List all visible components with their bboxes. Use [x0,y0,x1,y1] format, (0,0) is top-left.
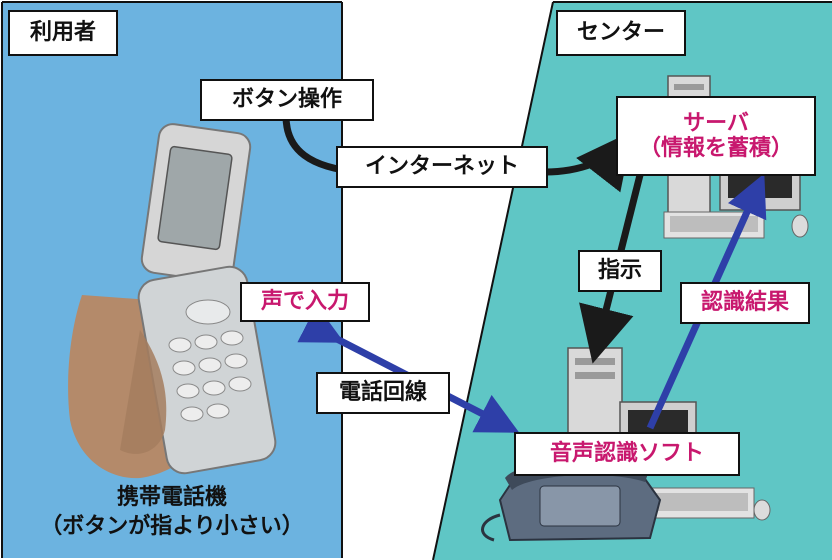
mobile-phone-caption-line1: 携帯電話機 [116,485,227,510]
speech-recognition-software-label: 音声認識ソフト [514,432,740,476]
mobile-phone-caption-line2: （ボタンが指より小さい） [40,513,304,539]
server-label-line2: （情報を蓄積） [638,136,793,161]
voice-input-label: 声で入力 [240,282,370,322]
recognition-result-label: 認識結果 [680,282,810,324]
user-panel-title: 利用者 [8,10,118,56]
mobile-phone-caption: 携帯電話機 （ボタンが指より小さい） [4,484,340,541]
instruction-label: 指示 [578,250,662,292]
center-panel-title: センター [556,10,686,56]
internet-label: インターネット [336,146,548,188]
button-operation-label: ボタン操作 [200,79,374,121]
server-label-line1: サーバ [683,110,749,136]
phone-line-label: 電話回線 [316,372,450,414]
server-label: サーバ （情報を蓄積） [616,96,816,176]
